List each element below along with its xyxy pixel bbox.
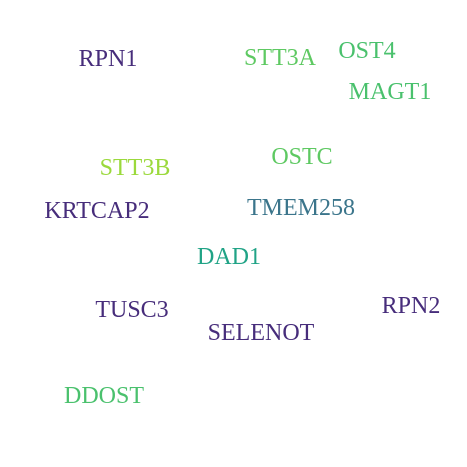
word-tusc3: TUSC3 (95, 297, 169, 323)
word-selenot: SELENOT (207, 320, 315, 346)
word-rpn2: RPN2 (381, 293, 441, 319)
word-rpn1: RPN1 (78, 46, 138, 72)
word-ostc: OSTC (271, 144, 333, 170)
word-magt1: MAGT1 (348, 79, 432, 105)
word-stt3a: STT3A (244, 45, 316, 71)
word-dad1: DAD1 (197, 244, 261, 270)
word-ddost: DDOST (63, 383, 145, 409)
word-stt3b: STT3B (99, 155, 171, 181)
word-krtcap2: KRTCAP2 (44, 198, 150, 224)
word-ost4: OST4 (338, 38, 396, 64)
word-tmem258: TMEM258 (247, 195, 355, 221)
